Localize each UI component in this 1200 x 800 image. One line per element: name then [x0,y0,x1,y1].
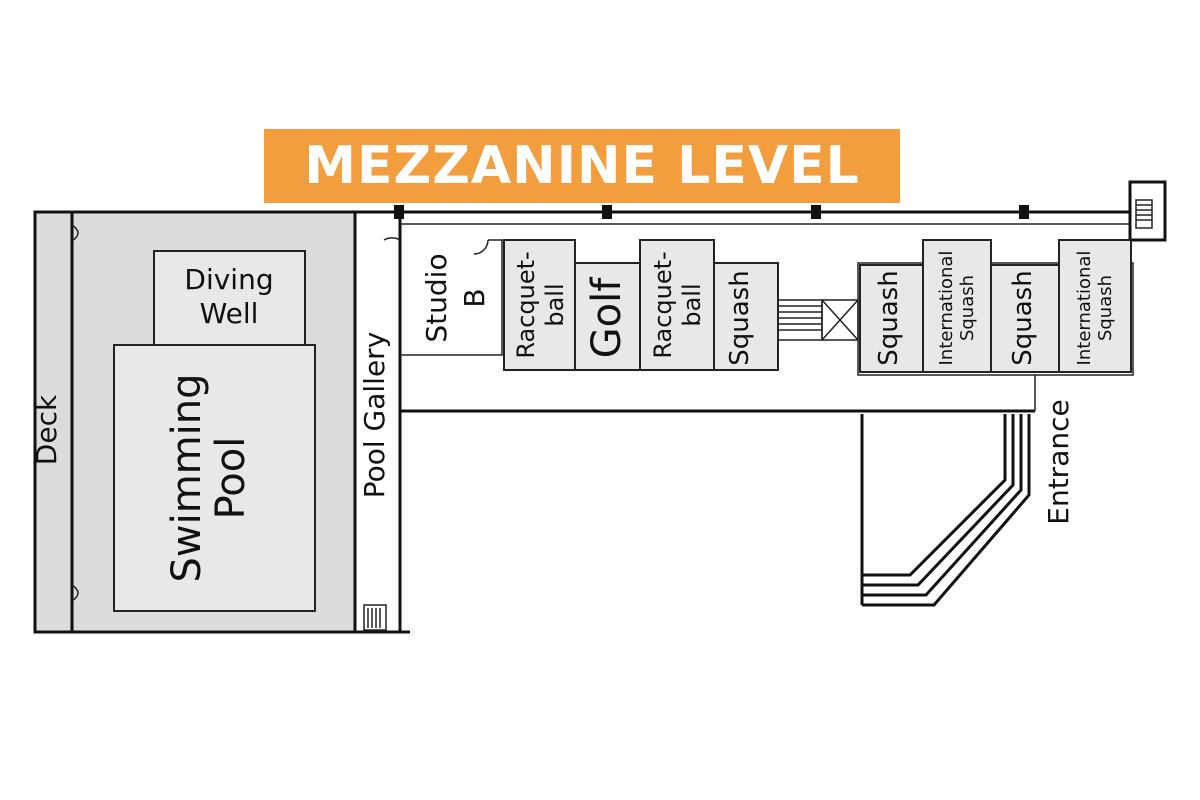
racquetball-2-label-line1: Racquet- [649,251,677,358]
racquetball-1-label-line1: Racquet- [512,251,540,358]
deck-label: Deck [30,394,63,465]
racquetball-court-1[interactable] [503,239,576,371]
studio-b-label-line2: B [458,288,491,307]
intl-squash-2-label-line1: International [1074,251,1095,366]
intl-squash-1-label-line1: International [936,251,957,366]
entrance-ramp [860,414,1031,607]
squash-1-label: Squash [725,270,755,365]
golf-room[interactable] [574,262,641,371]
golf-label: Golf [584,277,630,359]
court-block-outline [857,262,1134,376]
intl-squash-2-label-line2: Squash [1095,275,1116,341]
swimming-pool-label-line1: Swimming [164,373,210,582]
gallery-door-icon [383,237,401,241]
pool-gallery-label: Pool Gallery [358,332,391,499]
racquetball-1-label-line2: ball [541,283,569,326]
squash-3-label: Squash [1008,270,1038,365]
studio-b-door-icon [473,239,489,255]
swimming-pool[interactable] [113,344,316,612]
column-2 [602,205,612,219]
column-4 [1019,205,1029,219]
intl-squash-1-label-line2: Squash [957,275,978,341]
racquetball-court-2[interactable] [639,239,715,371]
squash-2-label: Squash [874,270,904,365]
deck-ladder-icon [71,224,79,602]
diving-well-label-line1: Diving [184,263,273,296]
studio-b-label-line1: Studio [420,253,453,342]
entrance-label: Entrance [1042,399,1075,524]
level-title: MEZZANINE LEVEL [304,136,860,196]
stairs-icon [363,604,387,631]
international-squash-court-1[interactable] [922,239,992,373]
squash-court-2[interactable] [859,264,924,373]
studio-b-outline [400,239,503,356]
racquetball-2-label-line2: ball [678,283,706,326]
column-3 [811,205,821,219]
swimming-pool-label-line2: Pool [208,437,254,520]
stairwell-icon [1128,180,1167,242]
diving-well-label-line2: Well [200,297,259,330]
elevator-icon [821,299,859,341]
squash-court-1[interactable] [713,262,779,371]
column-1 [394,205,404,219]
stair-icon [777,299,823,341]
level-title-banner: MEZZANINE LEVEL [264,129,900,203]
international-squash-court-2[interactable] [1058,239,1132,373]
